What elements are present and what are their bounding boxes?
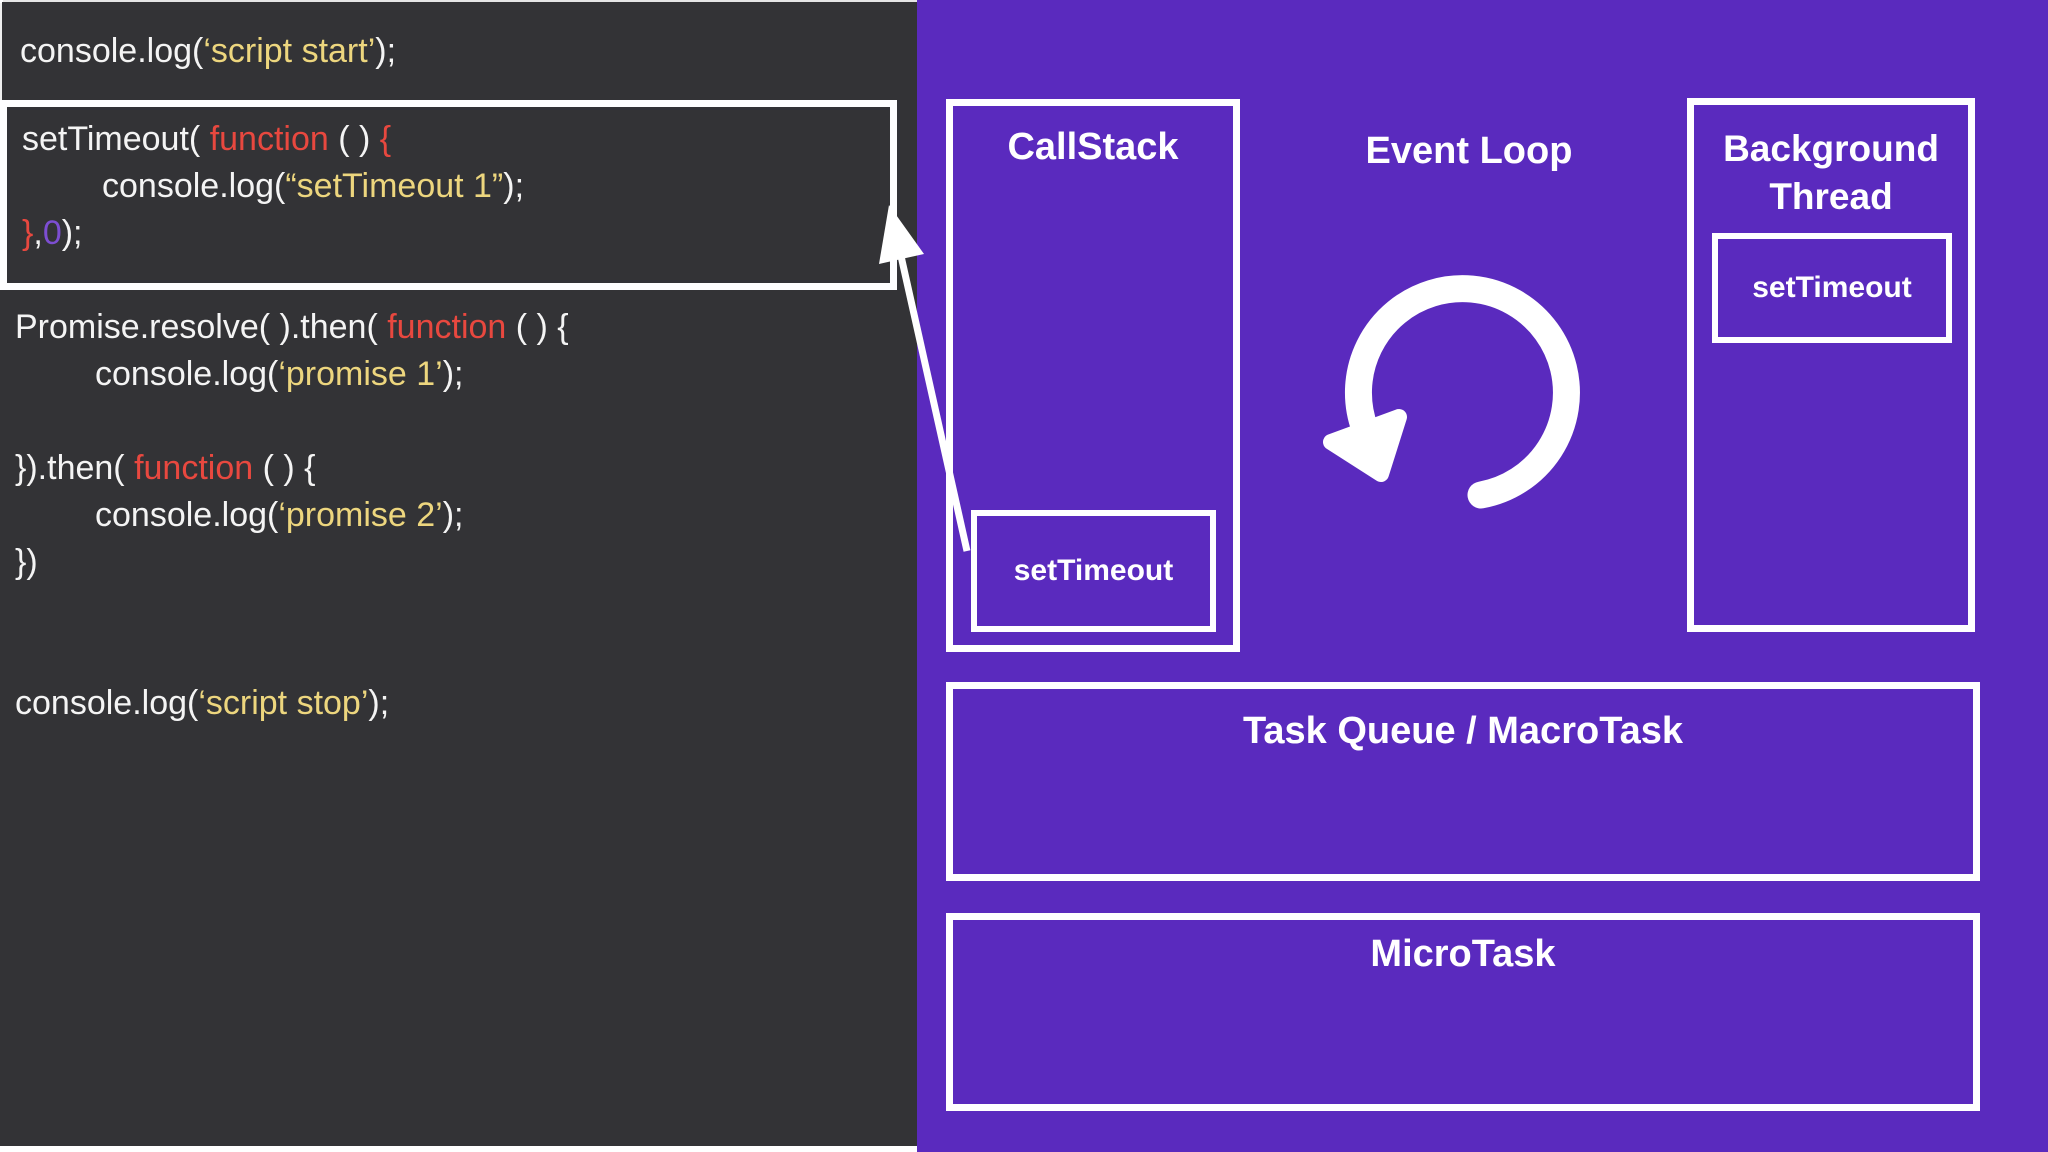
code-line: console.log(‘promise 1’);: [95, 355, 464, 393]
code-line: console.log(“setTimeout 1”);: [102, 167, 525, 205]
code-line: [15, 586, 917, 633]
event-loop-diagram: CallStack setTimeout Event Loop Backgrou…: [917, 0, 2048, 1152]
code-line: console.log(‘script start’);: [20, 32, 397, 70]
code-line: }): [15, 543, 38, 581]
code-line: },0);: [22, 214, 83, 252]
code-line: console.log(‘promise 2’);: [95, 496, 464, 534]
code-line: [15, 398, 917, 445]
event-loop-title: Event Loop: [1365, 130, 1573, 172]
microtask-title: MicroTask: [1370, 933, 1556, 975]
code-line: console.log(‘script stop’);: [15, 684, 390, 722]
code-block-bottom: Promise.resolve( ).then( function ( ) { c…: [0, 297, 917, 1146]
background-thread-settimeout-item: setTimeout: [1712, 233, 1952, 343]
callstack-title: CallStack: [1007, 126, 1179, 168]
task-queue-box: Task Queue / MacroTask: [946, 682, 1980, 881]
code-line: }).then( function ( ) {: [15, 449, 316, 487]
callstack-settimeout-item: setTimeout: [971, 510, 1216, 632]
microtask-box: MicroTask: [946, 913, 1980, 1111]
code-editor-panel[interactable]: console.log(‘script start’); setTimeout(…: [0, 0, 917, 1152]
code-line: setTimeout( function ( ) {: [22, 120, 392, 158]
background-thread-settimeout-label: setTimeout: [1752, 271, 1912, 304]
background-thread-title: Background Thread: [1723, 128, 1939, 217]
video-progress-bar[interactable]: [0, 1146, 917, 1152]
loop-arrow-icon: [1323, 275, 1580, 509]
code-line: [15, 633, 917, 680]
task-queue-title: Task Queue / MacroTask: [1243, 710, 1683, 752]
code-highlight-box: setTimeout( function ( ) { console.log(“s…: [0, 100, 897, 290]
code-block-top: console.log(‘script start’);: [2, 2, 917, 100]
editor-left-edge: [0, 0, 3, 100]
editor-top-edge: [0, 0, 917, 3]
code-line: Promise.resolve( ).then( function ( ) {: [15, 308, 569, 346]
callstack-settimeout-label: setTimeout: [1013, 554, 1174, 587]
background-thread-box: Background Thread: [1687, 98, 1975, 632]
